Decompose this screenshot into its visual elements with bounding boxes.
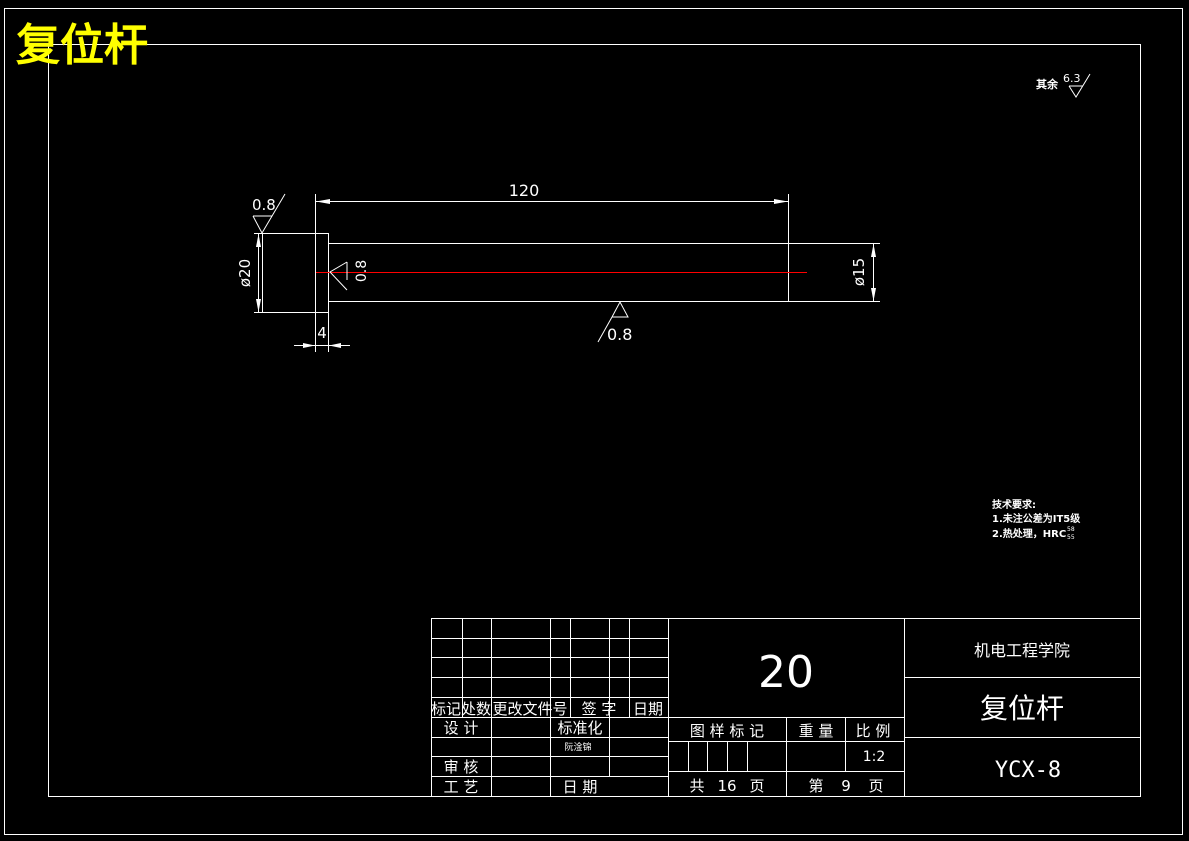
part-name: 复位杆: [980, 692, 1064, 725]
general-roughness-symbol: 其余 6.3: [1036, 72, 1091, 98]
rev-header-date: 日期: [633, 700, 663, 718]
dim-head-thickness-text: 4: [317, 324, 327, 342]
title-block: [431, 618, 1141, 797]
roughness-bottom-face: 0.8: [597, 300, 632, 344]
dim-head-thickness: 4: [294, 313, 350, 352]
review-label: 审 核: [444, 758, 479, 776]
outer-frame: [4, 8, 1183, 835]
weight-label: 重 量: [799, 722, 834, 740]
quantity-value: 20: [758, 647, 814, 698]
scale-value: 1:2: [863, 749, 886, 765]
roughness-left-face: 0.8: [252, 193, 286, 235]
drawing-number: YCX-8: [995, 758, 1061, 783]
rev-header-sign: 签 字: [582, 700, 617, 718]
part-view: [262, 233, 880, 313]
title-block-text: 标记 处数 更改文件号 签 字 日期 设 计 标准化 阮淦锦 审 核 工 艺 日…: [431, 641, 1070, 796]
roughness-left-face-value: 0.8: [252, 196, 276, 214]
dim-rod-diameter-text: ø15: [850, 258, 868, 286]
dim-head-diameter: ø20: [236, 233, 262, 313]
dim-length: 120: [315, 181, 789, 352]
dim-length-text: 120: [509, 181, 540, 200]
rev-header-mark: 标记: [431, 700, 461, 718]
tech-req-item2: 2.热处理，HRC: [992, 527, 1066, 540]
total-pages: 16: [717, 777, 736, 795]
dim-head-diameter-text: ø20: [236, 259, 254, 287]
current-page: 9: [841, 777, 851, 795]
tech-req-item1: 1.未注公差为IT5级: [992, 512, 1081, 525]
rev-header-docno: 更改文件号: [492, 700, 567, 718]
overlay-title: 复位杆: [16, 20, 148, 71]
general-roughness-value: 6.3: [1063, 72, 1081, 85]
process-label: 工 艺: [444, 778, 479, 796]
current-prefix: 第: [808, 777, 823, 795]
standardize-label: 标准化: [557, 719, 602, 737]
school-name: 机电工程学院: [974, 641, 1070, 660]
general-roughness-label: 其余: [1036, 77, 1059, 91]
scale-label: 比 例: [856, 722, 891, 740]
dim-rod-diameter: ø15: [850, 244, 876, 301]
inner-frame: [48, 44, 1141, 797]
roughness-bottom-value: 0.8: [607, 325, 632, 344]
tech-req-heading: 技术要求:: [992, 498, 1036, 511]
tech-requirements: 技术要求: 1.未注公差为IT5级 2.热处理，HRC 58 55: [992, 498, 1081, 541]
mark-label: 图 样 标 记: [690, 722, 764, 740]
design-label: 设 计: [444, 719, 479, 737]
current-suffix: 页: [868, 777, 883, 795]
date-label: 日 期: [563, 778, 598, 796]
tech-req-item2-sub: 55: [1067, 534, 1075, 541]
rev-header-count: 处数: [461, 700, 491, 718]
total-prefix: 共: [689, 777, 704, 795]
total-suffix: 页: [749, 777, 764, 795]
standardize-value: 阮淦锦: [564, 741, 591, 753]
tech-req-item2-sup: 58: [1067, 526, 1075, 533]
roughness-bore-value: 0.8: [354, 260, 370, 282]
roughness-bore-face: 0.8: [329, 260, 370, 291]
